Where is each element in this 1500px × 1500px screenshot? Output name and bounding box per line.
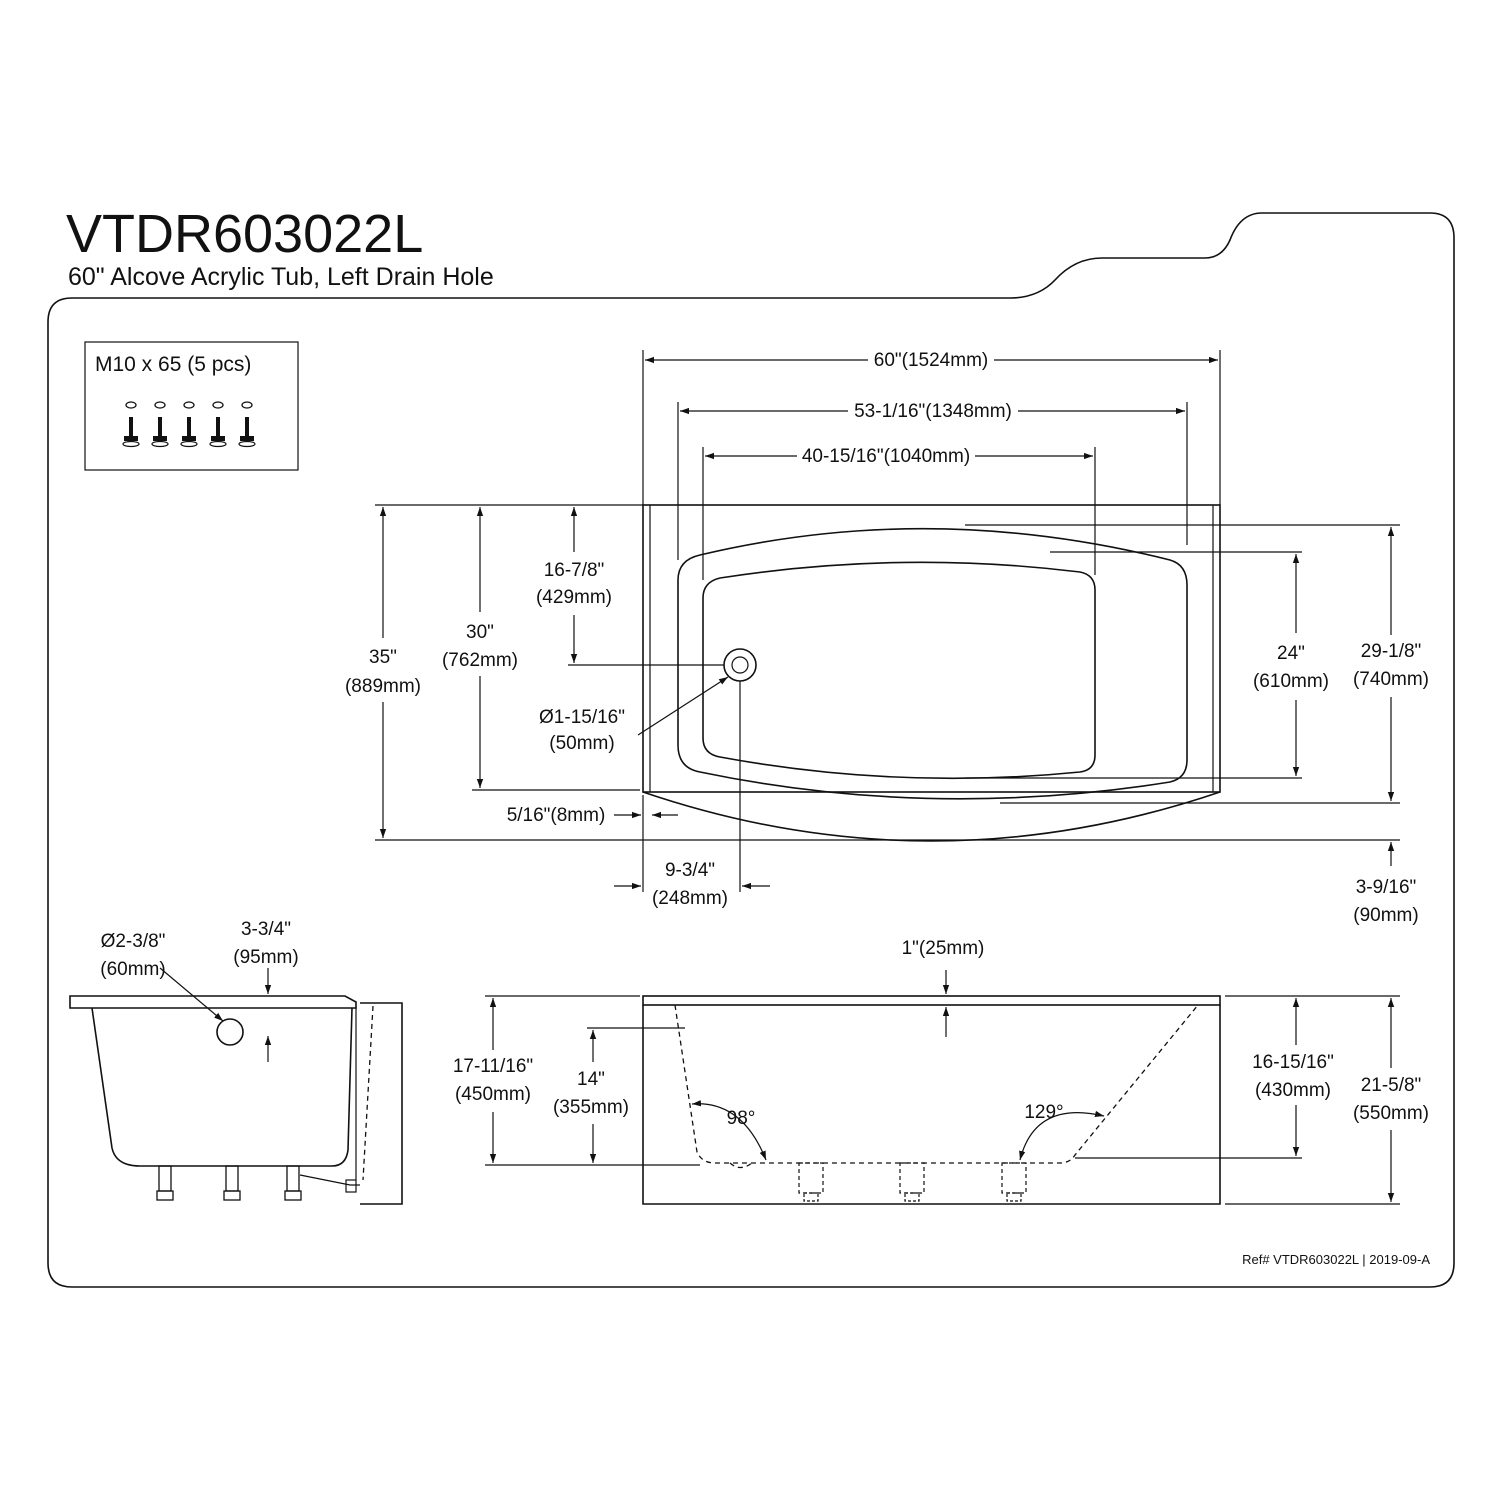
dim-inner-depth-mm: (740mm) — [1353, 669, 1429, 690]
dim-overflow-drop-mm: (95mm) — [233, 947, 298, 968]
dim-drain-offset: 9-3/4" — [665, 860, 715, 881]
dim-overall-height-mm: (550mm) — [1353, 1103, 1429, 1124]
side-feet — [156, 1165, 302, 1201]
dim-interior-depth: 16-15/16" — [1252, 1052, 1334, 1073]
dim-drain-dia-mm: (50mm) — [549, 733, 614, 754]
hardware-label: M10 x 65 (5 pcs) — [95, 353, 251, 376]
angle-left: 98° — [727, 1108, 756, 1129]
side-foot-2 — [223, 1165, 241, 1201]
dim-apron-height-mm: (450mm) — [455, 1084, 531, 1105]
bolt-3 — [180, 401, 198, 448]
dim-apron-height: 17-11/16" — [453, 1056, 533, 1077]
dim-apron-bulge: 3-9/16" — [1356, 877, 1417, 898]
bolt-2 — [151, 401, 169, 448]
leveling-bolts — [122, 401, 256, 448]
basin-floor — [702, 561, 1096, 780]
dim-drain-offset-mm: (248mm) — [652, 888, 728, 909]
tub-top-outline — [642, 504, 1221, 793]
dim-depth-30-mm: (762mm) — [442, 650, 518, 671]
dim-drain-to-wall: 16-7/8" — [544, 560, 605, 581]
front-view: 1"(25mm) 17-11/16" (450mm) 14" (355mm) 9… — [453, 938, 1429, 1205]
bolt-4 — [209, 401, 227, 448]
overflow-hole — [216, 1018, 244, 1046]
model-description: 60" Alcove Acrylic Tub, Left Drain Hole — [68, 263, 494, 291]
dim-depth-30: 30" — [466, 622, 494, 643]
dim-apron-bulge-mm: (90mm) — [1353, 905, 1418, 926]
front-foot-2 — [899, 1162, 925, 1202]
dim-water-depth: 14" — [577, 1069, 605, 1090]
dim-interior-depth-mm: (430mm) — [1255, 1080, 1331, 1101]
sheet-frame — [47, 212, 1455, 1288]
side-foot-3 — [284, 1165, 302, 1201]
dim-water-depth-mm: (355mm) — [553, 1097, 629, 1118]
reference-code: Ref# VTDR603022L | 2019-09-A — [1242, 1252, 1430, 1267]
top-view: 60"(1524mm) 53-1/16"(1348mm) 40-15/16"(1… — [345, 350, 1429, 926]
side-foot-1 — [156, 1165, 174, 1201]
hardware-frame — [84, 341, 299, 471]
dim-overflow-dia-mm: (60mm) — [100, 959, 165, 980]
dim-drain-to-wall-mm: (429mm) — [536, 587, 612, 608]
dim-drain-dia: Ø1-15/16" — [539, 707, 625, 728]
dim-overflow-drop: 3-3/4" — [241, 919, 291, 940]
dim-width-floor: 40-15/16"(1040mm) — [802, 446, 970, 467]
rim-opening — [677, 527, 1188, 800]
apron-curve — [642, 791, 1221, 842]
dim-floor-depth: 24" — [1277, 643, 1305, 664]
side-view: Ø2-3/8" (60mm) 3-3/4" (95mm) — [69, 919, 403, 1205]
bolt-1 — [122, 401, 140, 448]
model-title: VTDR603022L — [66, 204, 423, 264]
dim-depth-35-mm: (889mm) — [345, 676, 421, 697]
dim-rim: 1"(25mm) — [902, 938, 985, 959]
dim-overall-height: 21-5/8" — [1361, 1075, 1422, 1096]
hardware-box: M10 x 65 (5 pcs) — [84, 341, 299, 471]
front-foot-1 — [798, 1162, 824, 1202]
dim-overflow-dia: Ø2-3/8" — [101, 931, 166, 952]
dim-floor-depth-mm: (610mm) — [1253, 671, 1329, 692]
bolt-5 — [238, 401, 256, 448]
dim-depth-35: 35" — [369, 647, 397, 668]
dim-width-overall: 60"(1524mm) — [874, 350, 988, 371]
front-foot-3 — [1001, 1162, 1027, 1202]
drain-hole — [723, 648, 757, 682]
dim-flange: 5/16"(8mm) — [507, 805, 606, 826]
angle-right: 129° — [1024, 1102, 1063, 1123]
dim-width-inner: 53-1/16"(1348mm) — [854, 401, 1012, 422]
dim-inner-depth: 29-1/8" — [1361, 641, 1422, 662]
front-feet — [798, 1162, 1027, 1202]
